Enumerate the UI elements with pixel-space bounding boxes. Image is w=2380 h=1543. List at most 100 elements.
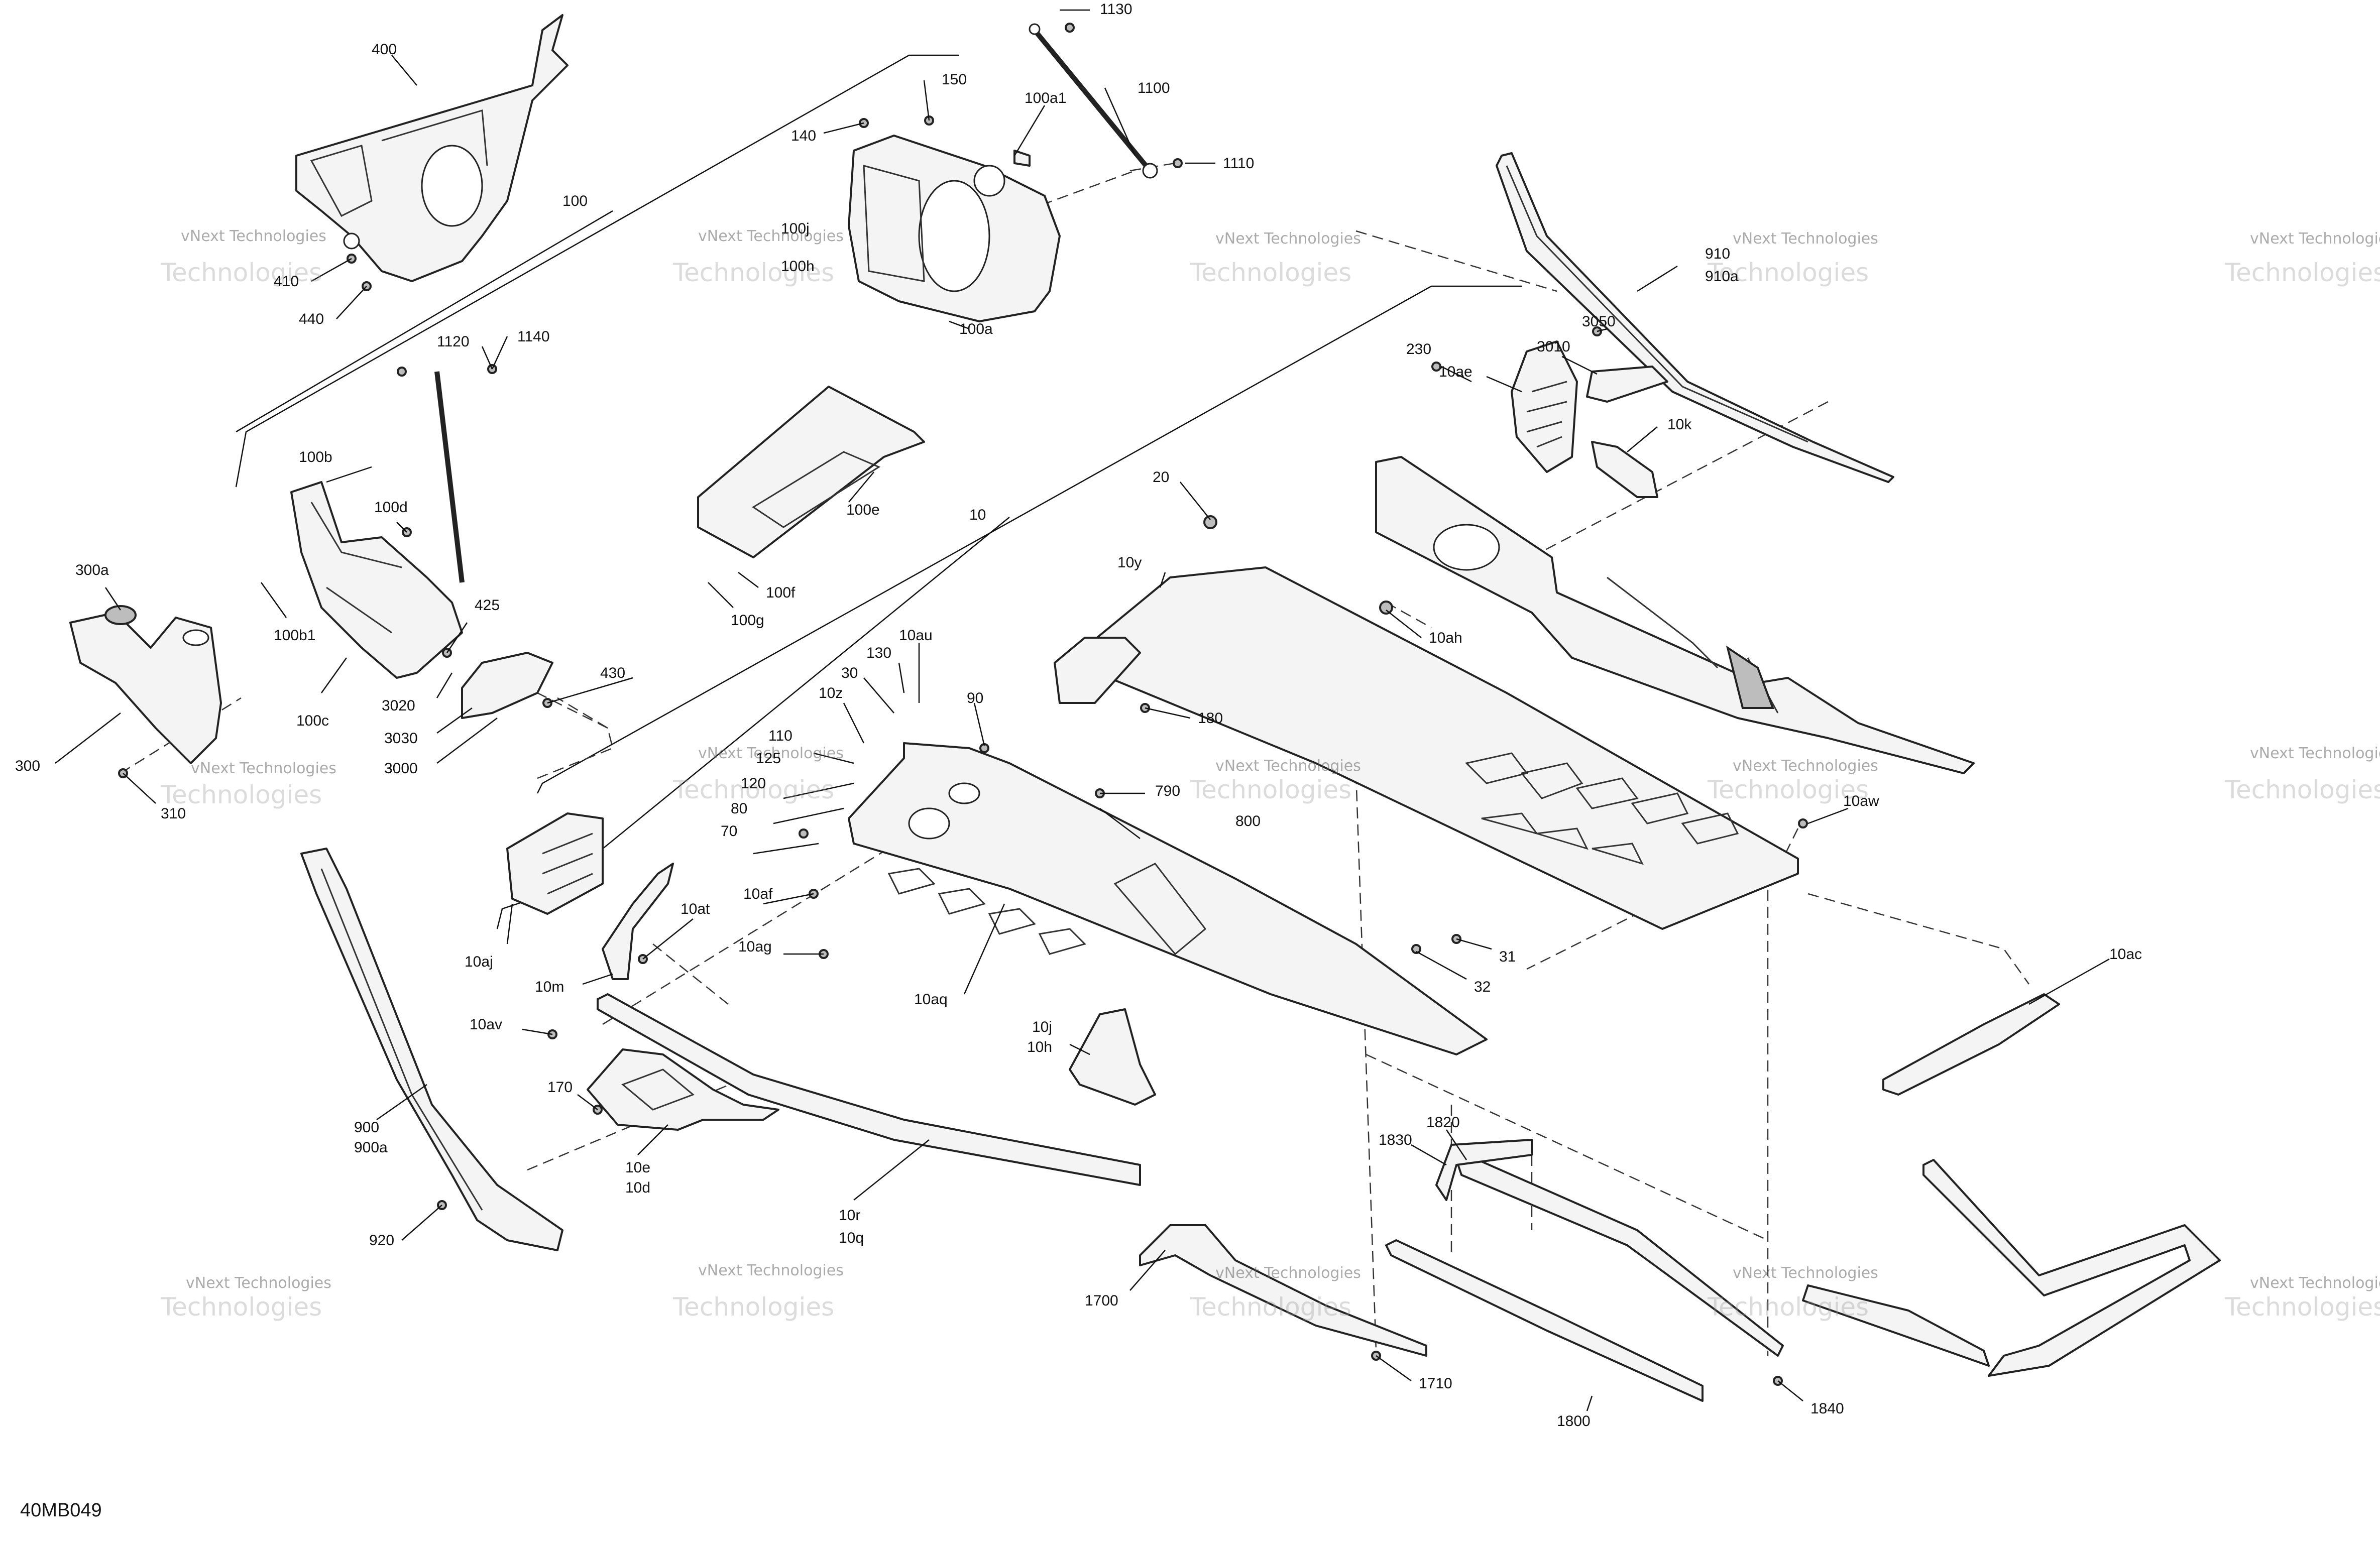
watermark-text: Technologies <box>1707 1292 1869 1322</box>
grille-10ae <box>1511 340 1578 473</box>
watermark-text: Technologies <box>160 780 322 809</box>
watermark-text: Technologies <box>160 1292 322 1322</box>
callout-100g: 100g <box>731 612 764 629</box>
bracket-10j <box>1069 1008 1156 1106</box>
watermark-text: Technologies <box>2224 775 2380 804</box>
diagram-code: 40MB049 <box>20 1500 102 1521</box>
callout-31: 31 <box>1499 948 1516 965</box>
watermark-text: vNext Technologies <box>1215 757 1361 775</box>
callout-80: 80 <box>731 800 747 817</box>
watermark-text: vNext Technologies <box>191 760 336 777</box>
callout-100e: 100e <box>846 502 880 518</box>
callout-100j: 100j <box>781 220 810 237</box>
side-rail-900 <box>300 848 563 1251</box>
callout-90: 90 <box>967 690 983 706</box>
watermark-text: vNext Technologies <box>698 745 844 762</box>
callout-10q: 10q <box>839 1230 864 1246</box>
callout-1820: 1820 <box>1426 1114 1460 1131</box>
rail-1820 <box>1455 1154 1784 1357</box>
reinforcement-strip-10r <box>597 993 1141 1186</box>
callout-3050: 3050 <box>1582 313 1616 330</box>
callout-10z: 10z <box>819 685 843 701</box>
watermark-text: Technologies <box>672 1292 834 1322</box>
callout-100b: 100b <box>299 449 332 465</box>
callout-10: 10 <box>969 507 986 523</box>
bar-10ac <box>1882 993 2060 1096</box>
callout-10af: 10af <box>743 886 773 902</box>
callout-10y: 10y <box>1117 554 1142 571</box>
callout-1800: 1800 <box>1557 1413 1591 1430</box>
watermark-text: vNext Technologies <box>2250 230 2380 248</box>
callout-10ah: 10ah <box>1429 630 1462 646</box>
callout-1710: 1710 <box>1419 1375 1452 1392</box>
callout-10k: 10k <box>1667 416 1692 433</box>
side-rail-910 <box>1496 152 1894 483</box>
watermark-text: Technologies <box>672 258 834 287</box>
callout-100d: 100d <box>374 499 408 516</box>
callout-10ag: 10ag <box>738 938 772 955</box>
watermark-text: Technologies <box>672 775 834 804</box>
watermark-text: Technologies <box>2224 1292 2380 1322</box>
callout-920: 920 <box>369 1232 394 1249</box>
watermark-text: vNext Technologies <box>698 1262 844 1279</box>
bulkhead-rear-100a <box>848 135 1061 322</box>
callout-790: 790 <box>1155 783 1180 799</box>
plate-10e <box>587 1048 779 1131</box>
tunnel-side-right <box>1375 456 1975 774</box>
bracket-10k <box>1591 441 1658 498</box>
bracket-1830 <box>1435 1139 1533 1201</box>
callout-labels: 1130 1100 1110 150 140 100a1 100j 100h 1… <box>15 1 2142 1430</box>
callout-910: 910 <box>1705 246 1730 262</box>
watermark-text: vNext Technologies <box>2250 1274 2380 1292</box>
callout-32: 32 <box>1474 979 1491 995</box>
rear-bumper-frame <box>1802 1159 2221 1377</box>
callout-1840: 1840 <box>1810 1400 1844 1417</box>
callout-1830: 1830 <box>1379 1132 1412 1148</box>
callout-130: 130 <box>866 645 891 661</box>
rail-1800 <box>1385 1239 1704 1402</box>
callout-140: 140 <box>791 128 816 144</box>
frame-100b <box>290 371 465 679</box>
watermark-text: vNext Technologies <box>2250 745 2380 762</box>
callout-10m: 10m <box>535 979 564 995</box>
callout-300: 300 <box>15 758 40 774</box>
callout-1140: 1140 <box>517 328 550 345</box>
watermark-text: Technologies <box>1190 775 1351 804</box>
tunnel-side-left <box>848 742 1488 1055</box>
callout-300a: 300a <box>75 562 109 578</box>
watermark-text: Technologies <box>1190 258 1351 287</box>
callout-10j: 10j <box>1032 1019 1052 1035</box>
callout-10e: 10e <box>625 1159 650 1176</box>
callout-100a1: 100a1 <box>1025 90 1066 106</box>
callout-3030: 3030 <box>384 730 418 747</box>
watermark-text: vNext Technologies <box>1733 1264 1878 1282</box>
callout-100a: 100a <box>959 321 993 337</box>
callout-10h: 10h <box>1027 1039 1052 1055</box>
callout-150: 150 <box>942 71 967 88</box>
callout-3000: 3000 <box>384 760 418 777</box>
callout-10av: 10av <box>470 1016 502 1033</box>
callout-440: 440 <box>299 311 324 327</box>
callout-170: 170 <box>547 1079 573 1096</box>
callout-125: 125 <box>756 750 781 767</box>
callout-10ac: 10ac <box>2109 946 2142 963</box>
watermark-text: vNext Technologies <box>1733 230 1878 248</box>
callout-70: 70 <box>721 823 737 840</box>
watermark-text: Technologies <box>2224 258 2380 287</box>
bracket-3010 <box>1586 366 1668 403</box>
callout-10ae: 10ae <box>1439 364 1472 380</box>
watermarks: Technologies vNext Technologies Technolo… <box>160 227 2380 1322</box>
callout-1120: 1120 <box>437 333 470 350</box>
callout-3020: 3020 <box>382 697 415 714</box>
callout-120: 120 <box>741 775 766 792</box>
callout-400: 400 <box>372 41 397 58</box>
callout-310: 310 <box>161 805 186 822</box>
callout-1130: 1130 <box>1100 1 1132 18</box>
callout-10au: 10au <box>899 627 933 644</box>
watermark-text: Technologies <box>1190 1292 1351 1322</box>
callout-10r: 10r <box>839 1207 860 1224</box>
callout-110: 110 <box>768 728 792 744</box>
watermark-text: vNext Technologies <box>1215 230 1361 248</box>
plate-100e <box>697 386 925 558</box>
